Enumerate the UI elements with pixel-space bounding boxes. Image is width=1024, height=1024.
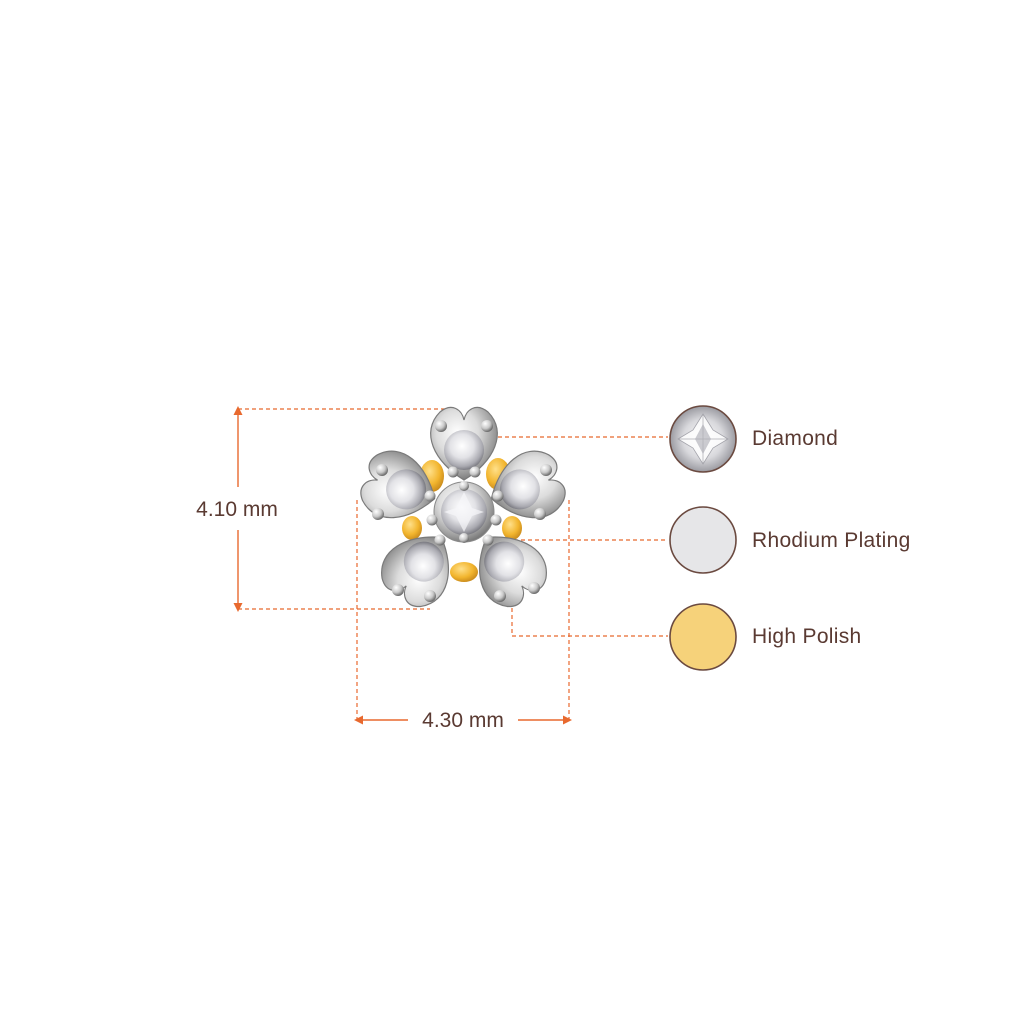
legend: Diamond Rhodium Plating High Polish [669, 405, 911, 671]
height-arrow-up-icon [233, 406, 243, 415]
flower-earring-illustration [360, 406, 566, 608]
legend-label-high-polish: High Polish [752, 625, 862, 648]
legend-label-rhodium: Rhodium Plating [752, 529, 911, 552]
petal-top [430, 406, 498, 481]
legend-item-high-polish: High Polish [669, 603, 862, 671]
width-arrow-left-icon [354, 715, 363, 725]
center-stone [433, 481, 495, 543]
diamond-icon [677, 413, 729, 465]
height-label: 4.10 mm [196, 498, 278, 521]
prongs [372, 420, 552, 602]
high-polish-swatch [669, 603, 737, 671]
width-label: 4.30 mm [422, 709, 504, 732]
legend-label-diamond: Diamond [752, 427, 838, 450]
dimension-guides [233, 406, 668, 725]
legend-item-diamond: Diamond [669, 405, 838, 473]
height-arrow-down-icon [233, 603, 243, 612]
width-arrow-right-icon [563, 715, 572, 725]
legend-item-rhodium: Rhodium Plating [669, 506, 911, 574]
rhodium-swatch [669, 506, 737, 574]
